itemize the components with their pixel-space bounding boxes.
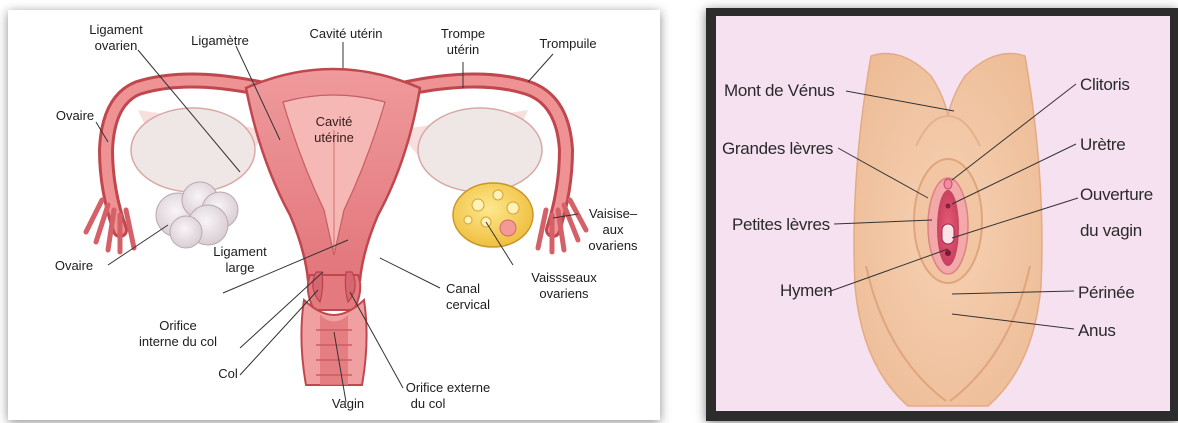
svg-text:Cavité: Cavité	[316, 114, 353, 129]
label-ligament-large-2: large	[226, 260, 255, 275]
svg-text:Orifice externe: Orifice externe	[406, 380, 491, 395]
svg-text:Mont de Vénus: Mont de Vénus	[724, 81, 834, 100]
label-ligament-large-1: Ligament	[213, 244, 267, 259]
svg-text:Petites lèvres: Petites lèvres	[732, 215, 830, 234]
svg-text:Clitoris: Clitoris	[1080, 75, 1130, 94]
label-petites-levres: Petites lèvres	[732, 215, 830, 234]
label-vaisiseaux-2: aux	[603, 222, 624, 237]
label-perinee: Périnée	[1078, 283, 1135, 302]
label-orifice-externe-2: du col	[411, 396, 446, 411]
svg-text:Ligament: Ligament	[89, 22, 143, 37]
svg-text:Urètre: Urètre	[1080, 135, 1125, 154]
svg-text:ovariens: ovariens	[588, 238, 638, 253]
svg-text:Périnée: Périnée	[1078, 283, 1135, 302]
label-ouverture-1: Ouverture	[1080, 185, 1153, 204]
svg-text:Orifice: Orifice	[159, 318, 197, 333]
svg-text:Ovaire: Ovaire	[55, 258, 93, 273]
ovarian-fossa-right	[418, 108, 542, 192]
svg-text:Col: Col	[218, 366, 238, 381]
label-orifice-externe-1: Orifice externe	[406, 380, 491, 395]
label-orifice-interne-2: interne du col	[139, 334, 217, 349]
svg-text:Cavité utérin: Cavité utérin	[310, 26, 383, 41]
svg-text:Canal: Canal	[446, 281, 480, 296]
ovary-right-follicles	[453, 183, 533, 247]
svg-text:Anus: Anus	[1078, 321, 1116, 340]
label-orifice-interne-1: Orifice	[159, 318, 197, 333]
label-vaisiseaux-3: ovariens	[588, 238, 638, 253]
label-ouverture-2: du vagin	[1080, 221, 1142, 240]
label-vaissseaux-1: Vaissseaux	[531, 270, 597, 285]
svg-text:Trompuile: Trompuile	[539, 36, 596, 51]
vaginal-opening-shape	[942, 224, 954, 244]
svg-text:Hymen: Hymen	[780, 281, 832, 300]
label-hymen: Hymen	[780, 281, 832, 300]
svg-text:du vagin: du vagin	[1080, 221, 1142, 240]
label-ligametre: Ligamètre	[191, 33, 249, 48]
label-vagin: Vagin	[332, 396, 364, 411]
label-ovaire-top: Ovaire	[56, 108, 94, 123]
svg-text:Vaissseaux: Vaissseaux	[531, 270, 597, 285]
svg-text:Vagin: Vagin	[332, 396, 364, 411]
ovary-left	[156, 182, 238, 248]
label-ligament-ovarien-1: Ligament	[89, 22, 143, 37]
hymen-shape	[945, 250, 951, 256]
label-ligament-ovarien-2: ovarien	[95, 38, 138, 53]
svg-text:utérin: utérin	[447, 42, 480, 57]
label-trompe-uterin-2: utérin	[447, 42, 480, 57]
label-anus: Anus	[1078, 321, 1116, 340]
vulva-diagram-panel: Mont de Vénus Grandes lèvres Petites lèv…	[706, 8, 1178, 421]
svg-text:large: large	[226, 260, 255, 275]
label-trompe-uterin-1: Trompe	[441, 26, 485, 41]
svg-text:du col: du col	[411, 396, 446, 411]
svg-text:ovarien: ovarien	[95, 38, 138, 53]
label-ovaire-bottom: Ovaire	[55, 258, 93, 273]
label-uretre: Urètre	[1080, 135, 1125, 154]
svg-text:Grandes lèvres: Grandes lèvres	[722, 139, 833, 158]
label-trompuile: Trompuile	[539, 36, 596, 51]
svg-text:Ligamètre: Ligamètre	[191, 33, 249, 48]
label-vaissseaux-2: ovariens	[539, 286, 589, 301]
label-mont-de-venus: Mont de Vénus	[724, 81, 834, 100]
label-clitoris: Clitoris	[1080, 75, 1130, 94]
label-grandes-levres: Grandes lèvres	[722, 139, 833, 158]
label-vaisiseaux-1: Vaisise–	[589, 206, 638, 221]
svg-text:ovariens: ovariens	[539, 286, 589, 301]
svg-text:Trompe: Trompe	[441, 26, 485, 41]
label-cavite-uterine-2: utérine	[314, 130, 354, 145]
ovarian-fossa-left	[131, 108, 255, 192]
uterus-diagram-panel: Ligament ovarien Ligamètre Cavité utérin…	[8, 10, 660, 420]
svg-text:cervical: cervical	[446, 297, 490, 312]
vulva-diagram-background: Mont de Vénus Grandes lèvres Petites lèv…	[716, 16, 1170, 411]
urethra-shape	[946, 204, 951, 209]
svg-text:utérine: utérine	[314, 130, 354, 145]
uterus-diagram: Ligament ovarien Ligamètre Cavité utérin…	[8, 10, 660, 420]
svg-text:Ligament: Ligament	[213, 244, 267, 259]
svg-text:Vaisise–: Vaisise–	[589, 206, 638, 221]
svg-text:interne du col: interne du col	[139, 334, 217, 349]
label-canal-cervical-1: Canal	[446, 281, 480, 296]
svg-text:Ovaire: Ovaire	[56, 108, 94, 123]
clitoris-shape	[944, 179, 952, 189]
label-cavite-uterine-1: Cavité	[316, 114, 353, 129]
label-cavite-uterin: Cavité utérin	[310, 26, 383, 41]
vulva-diagram: Mont de Vénus Grandes lèvres Petites lèv…	[716, 16, 1170, 411]
label-canal-cervical-2: cervical	[446, 297, 490, 312]
svg-text:Ouverture: Ouverture	[1080, 185, 1153, 204]
label-col: Col	[218, 366, 238, 381]
svg-text:aux: aux	[603, 222, 624, 237]
